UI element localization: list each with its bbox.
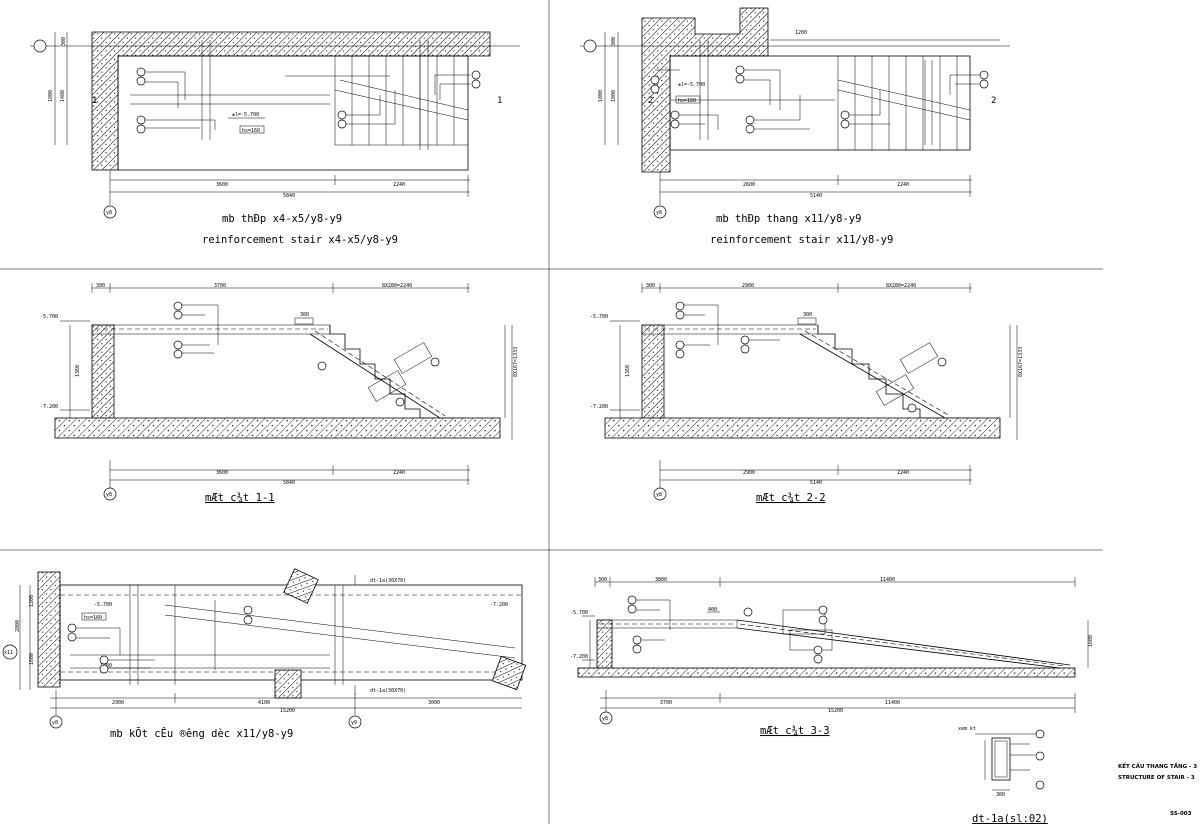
- dim-d2-2: 2240: [897, 182, 909, 188]
- dim-mid-s33: 400: [708, 607, 717, 613]
- dim-d3-ramp: 3000: [428, 700, 440, 706]
- dim-total-s22: 5140: [810, 480, 822, 486]
- caption-ramp: mb kÕt cÊu ®­êng dèc x11/y8-y9: [110, 727, 293, 740]
- title-line2: STRUCTURE OF STAIR - 3: [1118, 775, 1195, 781]
- dim-h2b-2: 1800: [611, 90, 617, 102]
- dim-total-ramp: 15200: [280, 708, 295, 714]
- dim-top2: 8X280=2240: [382, 283, 412, 289]
- dim-total-s11: 5840: [283, 480, 295, 486]
- dim-top0-s22: 300: [646, 283, 655, 289]
- stair-plan-1: ±l=-5.700 hs=160 1 1 300 1800 1480 3600 …: [30, 31, 520, 246]
- dim-top2-s33: 11400: [880, 577, 895, 583]
- dim-h1: 1480: [60, 90, 66, 102]
- caption-line1-2: mb thÐp thang x11/y8-y9: [716, 213, 861, 225]
- dim-top1-s33: 3800: [655, 577, 667, 583]
- slab-note-ramp: hs=160: [84, 615, 102, 621]
- title-line1: KẾT CẤU THANG TẦNG - 3: [1118, 761, 1197, 770]
- dim-right: 8X167=1333: [513, 347, 519, 377]
- level-note: ±l=-5.700: [232, 112, 259, 118]
- grid-label-s33: y8: [602, 716, 608, 722]
- dim-d2-ramp: 4100: [258, 700, 270, 706]
- section-mark-right: 1: [497, 96, 502, 106]
- caption-s22: mÆt c¾t 2-2: [756, 492, 826, 504]
- grid-label: y8: [106, 210, 112, 216]
- ramp-plan: -5.700 hs=160 -7.200 1200 dt-1a(30X70) d…: [2, 568, 527, 740]
- caption-beam: dt-1a(sl:02): [972, 813, 1048, 824]
- dim-left-b: 1600: [29, 653, 35, 665]
- dim-d0: 1200: [795, 30, 807, 36]
- level-1: -5.700: [40, 314, 58, 320]
- grid-y9-ramp: y9: [351, 720, 357, 726]
- section-mark-left-2: 2: [648, 96, 653, 106]
- dim-right-s33: 1600: [1088, 635, 1094, 647]
- dim-left-total: 2800: [15, 620, 21, 632]
- dim-top1-s22: 2900: [742, 283, 754, 289]
- level-1-s33: -5.700: [570, 610, 588, 616]
- caption-s11: mÆt c¾t 1-1: [205, 492, 275, 504]
- dim-d1-s22: 2900: [743, 470, 755, 476]
- section-mark-right-2: 2: [991, 96, 996, 106]
- dim-h: 1360: [75, 365, 81, 377]
- slab-note: hs=160: [242, 128, 260, 134]
- dim-left-a: 1200: [29, 595, 35, 607]
- dim-d2: 2240: [393, 182, 405, 188]
- dim-top1: 3700: [214, 283, 226, 289]
- drawing-code: SS-003: [1170, 811, 1192, 817]
- dim-d1: 3600: [216, 182, 228, 188]
- caption-line1: mb thÐp x4-x5/y8-y9: [222, 213, 342, 225]
- level-1-s22: -5.700: [590, 314, 608, 320]
- dim-d1-s33: 3700: [660, 700, 672, 706]
- dim-h2-2: 1800: [598, 90, 604, 102]
- level-2-s33: -7.200: [570, 654, 588, 660]
- caption-line2-2: reinforcement stair x11/y8-y9: [710, 234, 893, 246]
- beam-label-2: dt-1a(30X70): [370, 688, 406, 694]
- dim-total: 5840: [283, 193, 295, 199]
- level-2: -7.200: [40, 404, 58, 410]
- dim-d1-s11: 3600: [216, 470, 228, 476]
- dim-d2-s11: 2240: [393, 470, 405, 476]
- section-1-1: 300 3700 8X280=2240 -5.700 -7.200: [40, 283, 519, 504]
- dim-top2-s22: 8X280=2240: [886, 283, 916, 289]
- level-1-ramp: -5.700: [94, 602, 112, 608]
- beam-note: xem kt: [958, 726, 976, 732]
- grid-y8-ramp: y8: [52, 720, 58, 726]
- level-note-2: ±l=-5.700: [678, 82, 705, 88]
- grid-label-2: y8: [656, 210, 662, 216]
- grid-label-s22: y8: [656, 492, 662, 498]
- dim-step-s22: 300: [803, 312, 812, 318]
- beam-detail: xem kt 300 dt-1a(sl:02): [958, 726, 1048, 824]
- dim-d2-s33: 11400: [885, 700, 900, 706]
- dim-d1-ramp: 2900: [112, 700, 124, 706]
- beam-width: 300: [996, 792, 1005, 798]
- section-2-2: 300 2900 8X280=2240 -5.700 -7.200 300 13…: [590, 283, 1024, 504]
- dim-d2-s22: 2240: [897, 470, 909, 476]
- title-block: KẾT CẤU THANG TẦNG - 3 STRUCTURE OF STAI…: [1118, 761, 1197, 817]
- stair-plan-2: ±l=-5.700 hs=160 2 2 1200 300 1800 1800 …: [580, 7, 1010, 246]
- dim-top: 300: [61, 37, 67, 46]
- dim-top0: 300: [96, 283, 105, 289]
- caption-s33: mÆt c¾t 3-3: [760, 725, 830, 737]
- caption-line2: reinforcement stair x4-x5/y8-y9: [202, 234, 398, 246]
- dim-step: 300: [300, 312, 309, 318]
- grid-x11: x11: [4, 650, 13, 656]
- dim-h2: 1800: [48, 90, 54, 102]
- section-mark-left: 1: [92, 96, 97, 106]
- dim-d1-2: 2600: [743, 182, 755, 188]
- dim-top-2: 300: [611, 37, 617, 46]
- level-2-s22: -7.200: [590, 404, 608, 410]
- level-2-ramp: -7.200: [490, 602, 508, 608]
- dim-h-s22: 1360: [625, 365, 631, 377]
- dim-total-2: 5140: [810, 193, 822, 199]
- beam-label-1: dt-1a(30X70): [370, 578, 406, 584]
- dim-top0-s33: 300: [598, 577, 607, 583]
- section-3-3: 300 3800 11400 -5.700 -7.200 400 1600: [570, 577, 1094, 737]
- dim-total-s33: 15200: [828, 708, 843, 714]
- sheet-grid-lines: [0, 0, 1103, 824]
- slab-note-2: hs=160: [678, 98, 696, 104]
- grid-label-s11: y8: [106, 492, 112, 498]
- dim-right-s22: 8X167=1333: [1018, 347, 1024, 377]
